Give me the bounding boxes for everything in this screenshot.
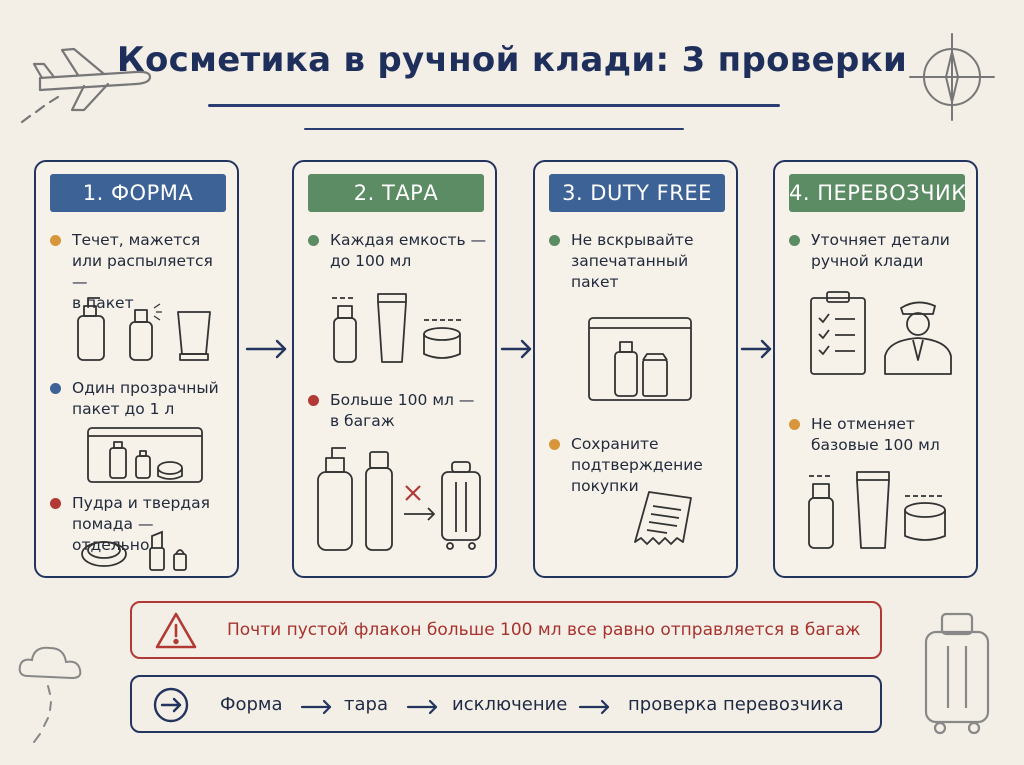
bullet-dot — [308, 395, 319, 406]
arrow-right-icon — [406, 699, 438, 715]
list-item: Пудра и твердая помада — отдельно — [50, 493, 230, 556]
item-text: Не вскрывайте запечатанный пакет — [571, 231, 694, 291]
sealed-bag-icon — [588, 317, 692, 401]
item-text: Сохраните подтверждение покупки — [571, 435, 703, 495]
clear-bag-icon — [87, 427, 203, 483]
airplane-icon — [20, 47, 152, 124]
compass-icon — [909, 33, 995, 121]
large-bottles-to-luggage-icon — [317, 447, 481, 551]
item-text: Уточняет детали ручной клади — [811, 231, 950, 270]
arrow-right-icon — [245, 339, 287, 359]
card-duty-free: 3. DUTY FREE Не вскрывайте запечатанный … — [533, 160, 738, 578]
list-item: Течет, мажется или распыляется — в пакет — [50, 230, 230, 314]
flow-step: проверка перевозчика — [628, 694, 844, 715]
item-text: Больше 100 мл — в багаж — [330, 391, 475, 430]
bullet-dot — [549, 439, 560, 450]
flow-step: Форма — [220, 694, 283, 715]
bullet-dot — [789, 235, 800, 246]
flow-step: исключение — [452, 694, 568, 715]
title-underline-short — [304, 128, 684, 130]
title-underline — [208, 104, 780, 107]
suitcase-icon — [924, 612, 990, 735]
item-text: Один прозрачный пакет до 1 л — [72, 379, 219, 418]
card-container: 2. ТАРА Каждая емкость — до 100 мл Больш… — [292, 160, 497, 578]
bullet-dot — [50, 498, 61, 509]
arrow-right-icon — [740, 339, 772, 359]
list-item: Уточняет детали ручной клади — [789, 230, 969, 272]
item-text: Пудра и твердая помада — отдельно — [72, 494, 210, 554]
containers-icon — [808, 471, 946, 549]
list-item: Больше 100 мл — в багаж — [308, 390, 488, 432]
receipt-icon — [634, 491, 692, 545]
bullet-dot — [549, 235, 560, 246]
item-text: Каждая емкость — до 100 мл — [330, 231, 487, 270]
arrow-right-icon — [500, 339, 532, 359]
containers-icon — [332, 293, 462, 363]
list-item: Не отменяет базовые 100 мл — [789, 414, 969, 456]
bottles-icon — [77, 297, 211, 361]
bullet-dot — [789, 419, 800, 430]
card-header: 2. ТАРА — [308, 174, 484, 212]
list-item: Не вскрывайте запечатанный пакет — [549, 230, 729, 293]
flow-step: тара — [344, 694, 388, 715]
warning-text: Почти пустой флакон больше 100 мл все ра… — [227, 620, 861, 640]
warning-box: Почти пустой флакон больше 100 мл все ра… — [130, 601, 882, 659]
powder-lipstick-icon — [81, 530, 187, 571]
card-header: 4. ПЕРЕВОЗЧИК — [789, 174, 966, 212]
card-form: 1. ФОРМА Течет, мажется или распыляется … — [34, 160, 239, 578]
page-title: Косметика в ручной клади: 3 проверки — [116, 40, 908, 80]
list-item: Каждая емкость — до 100 мл — [308, 230, 488, 272]
flow-summary: Форма тара исключение проверка перевозчи… — [130, 675, 882, 733]
bullet-dot — [50, 383, 61, 394]
warning-triangle-icon — [155, 612, 197, 649]
checklist-agent-icon — [810, 291, 952, 375]
item-text: Не отменяет базовые 100 мл — [811, 415, 940, 454]
arrow-right-icon — [578, 699, 610, 715]
bullet-dot — [308, 235, 319, 246]
arrow-right-icon — [300, 699, 332, 715]
card-carrier: 4. ПЕРЕВОЗЧИК Уточняет детали ручной кла… — [773, 160, 978, 578]
list-item: Сохраните подтверждение покупки — [549, 434, 729, 497]
card-header: 1. ФОРМА — [50, 174, 226, 212]
bullet-dot — [50, 235, 61, 246]
list-item: Один прозрачный пакет до 1 л — [50, 378, 230, 420]
item-text: Течет, мажется или распыляется — в пакет — [72, 231, 213, 312]
card-header: 3. DUTY FREE — [549, 174, 725, 212]
arrow-circle-icon — [153, 687, 189, 723]
cloud-icon — [18, 646, 82, 743]
